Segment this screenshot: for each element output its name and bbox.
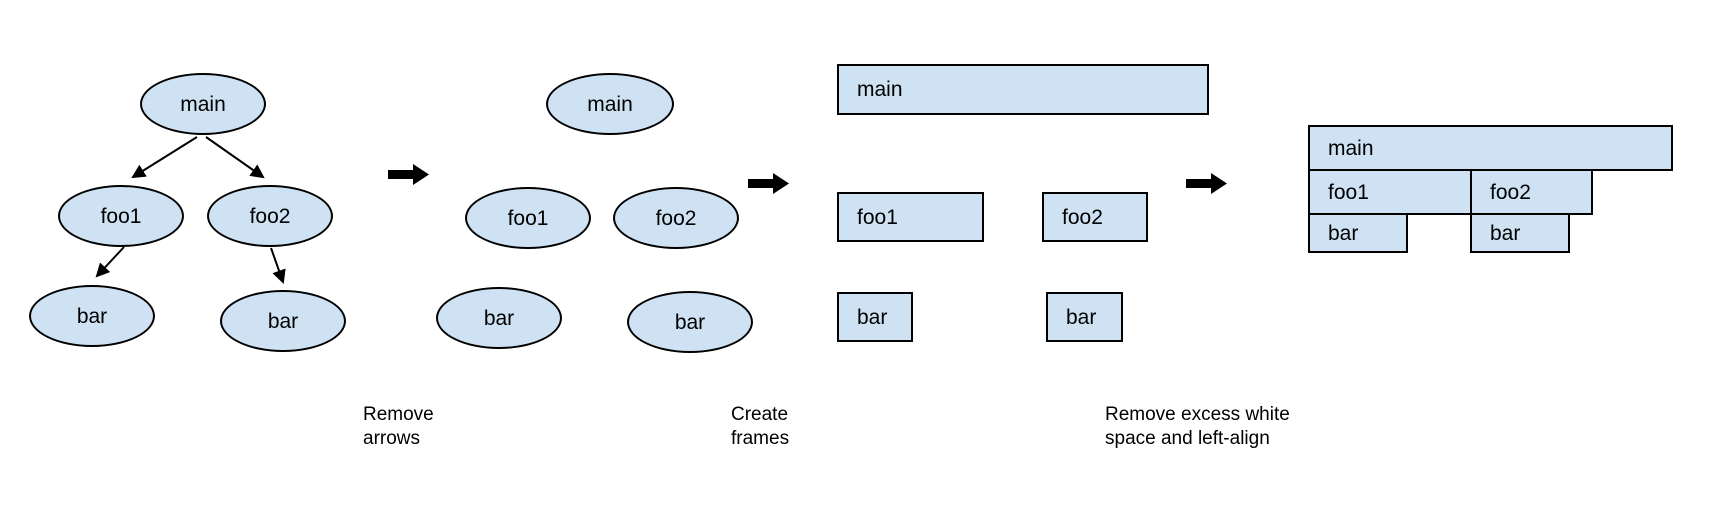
edge-main-foo1-icon [131, 136, 198, 179]
s4-main-frame: main [1308, 125, 1673, 171]
s4-foo1-frame: foo1 [1308, 169, 1472, 215]
s3-bar-left-frame: bar [837, 292, 913, 342]
s2-bar-left-node: bar [436, 287, 562, 349]
caption-remove-arrows: Remove arrows [363, 404, 434, 449]
s3-foo1-frame: foo1 [837, 192, 984, 242]
s2-main-node: main [546, 73, 674, 135]
step2-right-arrow-icon [748, 173, 789, 194]
s1-foo1-node: foo1 [58, 185, 184, 247]
caption-create-frames: Create frames [731, 404, 790, 449]
s1-bar-left-node: bar [29, 285, 155, 347]
s1-main-node: main [140, 73, 266, 135]
s1-foo2-node: foo2 [207, 185, 333, 247]
s1-bar-right-node: bar [220, 290, 346, 352]
caption-remove-whitespace: Remove excess white space and left-align [1105, 404, 1290, 449]
s4-bar-right-frame: bar [1470, 213, 1570, 253]
edge-main-foo2-icon [205, 136, 265, 179]
s3-main-frame: main [837, 64, 1209, 115]
s3-bar-right-frame: bar [1046, 292, 1123, 342]
s2-foo1-node: foo1 [465, 187, 591, 249]
step3-right-arrow-icon [1186, 173, 1227, 194]
s4-foo2-frame: foo2 [1470, 169, 1593, 215]
edge-foo2-bar-icon [270, 247, 286, 284]
edge-foo1-bar-icon [95, 246, 125, 278]
step1-right-arrow-icon [388, 164, 429, 185]
s2-bar-right-node: bar [627, 291, 753, 353]
s4-bar-left-frame: bar [1308, 213, 1408, 253]
s3-foo2-frame: foo2 [1042, 192, 1148, 242]
s2-foo2-node: foo2 [613, 187, 739, 249]
